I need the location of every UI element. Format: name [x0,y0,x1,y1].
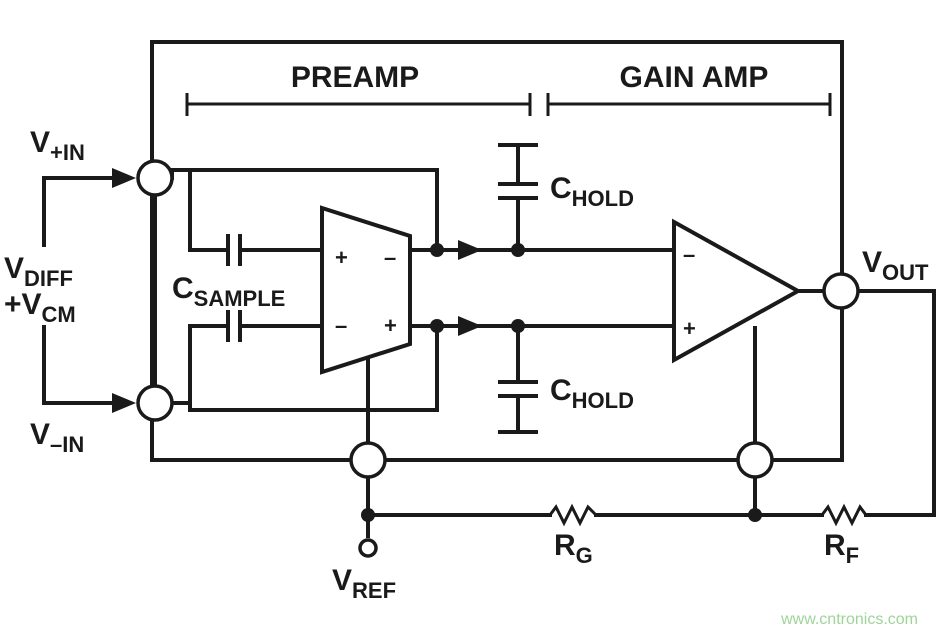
c-hold-bottom [498,319,538,434]
node-top-out [430,243,444,257]
bottom-feedback-wire [170,324,439,412]
v-plus-in-label: V+IN [30,126,85,165]
pin-v-out [822,272,860,310]
gain-amplifier [672,218,803,364]
v-cm-label: +VCM [4,288,76,327]
gain-sign-bottom: + [683,316,696,341]
r-f-label: RF [824,529,859,568]
node-bottom-out [430,319,444,333]
pin-ref-gain [736,441,774,479]
input-arrows [42,168,136,413]
rf-feedback-wire [856,289,936,517]
pin-v-ref [358,538,378,558]
preamp-bracket [185,93,532,116]
r-g-resistor [548,503,598,527]
v-out-label: VOUT [862,246,929,285]
v-diff-label: VDIFF [4,252,73,291]
gain-amp-label: GAIN AMP [620,61,769,94]
gain-amp-bracket [546,93,832,116]
top-feedback-wire [170,168,439,252]
r-g-label: RG [554,529,593,568]
pin-v-plus-in [136,159,174,197]
arrow-bottom-signal [458,316,482,336]
preamp-sign-bottom-right: + [384,313,397,338]
chip-outline [150,40,844,462]
preamp-amplifier [320,205,412,375]
v-ref-label: VREF [332,564,396,603]
top-sample-wire-left [188,168,230,252]
v-minus-in-label: V–IN [30,418,84,457]
preamp-sign-top-left: + [335,245,348,270]
c-hold-bottom-label: CHOLD [550,374,634,413]
r-f-resistor [820,503,868,527]
c-hold-top [498,143,538,257]
watermark: www.cntronics.com [780,611,918,628]
pin-v-minus-in [136,384,174,422]
c-sample-label: CSAMPLE [172,272,285,311]
gain-sign-top: – [683,242,695,267]
bottom-sample-wire-left [188,324,230,412]
c-hold-top-label: CHOLD [550,172,634,211]
preamp-label: PREAMP [291,61,419,94]
pin-ref-preamp [349,441,387,479]
preamp-sign-top-right: – [384,245,396,270]
preamp-sign-bottom-left: – [335,313,347,338]
arrow-top-signal [458,240,482,260]
